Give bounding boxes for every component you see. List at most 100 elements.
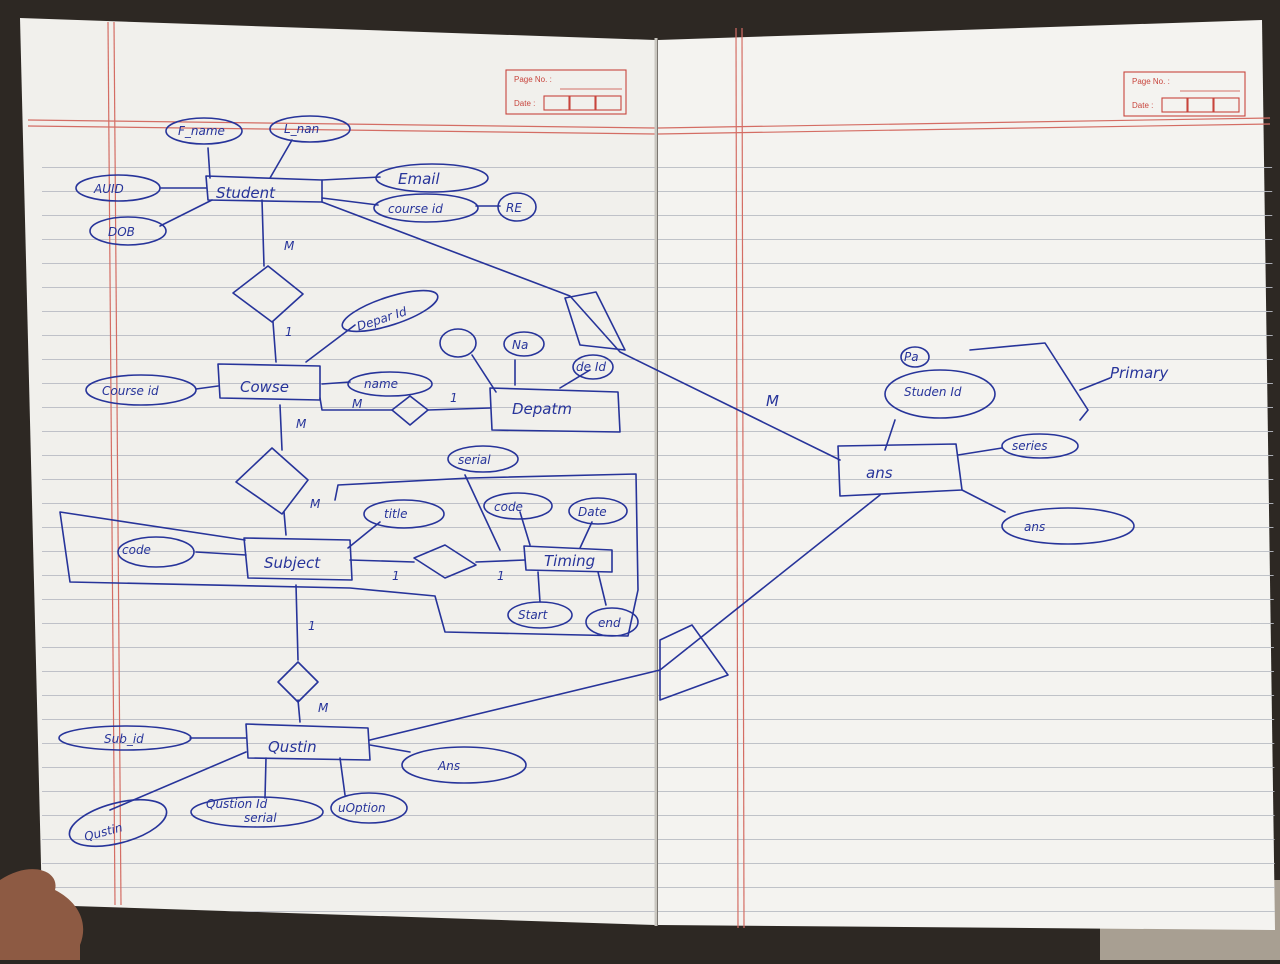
attr-code-timing-label: code — [494, 500, 523, 514]
rel-course-department — [391, 395, 429, 426]
page-no-label-right: Page No. : — [1132, 77, 1170, 86]
attr-course-id-label: Course id — [102, 384, 159, 398]
entity-subject: Subject — [243, 537, 353, 581]
attr-end-label: end — [598, 616, 621, 630]
attr-serial-timing: serial — [447, 445, 519, 473]
attr-question-serial-label: serial — [244, 811, 277, 825]
rel-subject-timing — [413, 544, 477, 579]
attr-re-label: RE — [506, 201, 522, 215]
attr-serial-timing-label: serial — [458, 453, 491, 467]
entity-course: Cowse — [217, 363, 321, 401]
thumb — [0, 869, 84, 960]
attr-title-label: title — [384, 507, 407, 521]
cardinalities: M 1 M 1 M M 1 1 1 M M — [284, 239, 779, 715]
right-page — [657, 20, 1275, 930]
attr-option-label: uOption — [338, 801, 386, 815]
attr-title: title — [363, 499, 445, 529]
date-label-left: Date : — [514, 99, 535, 108]
attr-course-name: name — [347, 371, 433, 397]
card-course-subject-m: M — [296, 417, 307, 431]
attr-f-name-label: F_name — [178, 124, 225, 138]
attr-auid-label: AUID — [93, 182, 124, 196]
attr-dept-id: de Id — [572, 354, 614, 380]
card-subject-question-m: M — [318, 701, 329, 715]
attributes: F_name L_nan Email course id RE AUID DOB… — [58, 115, 1169, 848]
rel-subject-question — [277, 661, 319, 703]
primary-note: Primary — [1110, 364, 1169, 382]
attr-f-name: F_name — [165, 117, 243, 145]
attr-course-id-student: course id — [373, 193, 479, 223]
attr-question-id-label: Qustion Id — [206, 797, 268, 811]
attr-course-name-label: name — [364, 377, 398, 391]
er-connectors — [59, 139, 1111, 811]
card-course-dept-m: M — [352, 397, 363, 411]
left-page-header: Page No. : Date : — [505, 69, 627, 115]
entity-course-label: Cowse — [240, 378, 289, 396]
attr-course-id-student-label: course id — [388, 202, 443, 216]
attr-ans-pk: Pa — [900, 346, 930, 368]
entity-timing: Timing — [523, 545, 613, 573]
attr-ans-label: Ans — [437, 759, 460, 773]
attr-dept-a — [439, 328, 477, 358]
attr-start: Start — [507, 601, 573, 629]
date-label-right: Date : — [1132, 101, 1153, 110]
card-subject-timing-1b: 1 — [497, 569, 505, 583]
card-ans-m: M — [766, 392, 779, 410]
attr-course-id: Course id — [85, 374, 197, 406]
entity-question-label: Qustin — [268, 738, 317, 756]
rel-student-course — [232, 265, 304, 323]
attr-code-subject-label: code — [122, 543, 151, 557]
attr-option: uOption — [330, 792, 408, 824]
attr-start-label: Start — [518, 608, 549, 622]
rel-course-subject — [235, 447, 309, 515]
attr-ans-ans: ans — [1001, 507, 1135, 545]
attr-ans-series: series — [1001, 433, 1079, 459]
attr-code-subject: code — [117, 536, 195, 568]
attr-dob-label: DOB — [108, 225, 135, 239]
card-student-course-1: 1 — [285, 325, 293, 339]
card-subject-question-1: 1 — [308, 619, 316, 633]
attr-ans: Ans — [401, 746, 527, 784]
attr-ans-student-id-label: Studen Id — [904, 385, 962, 399]
entity-timing-label: Timing — [544, 552, 595, 570]
attr-ans-series-label: series — [1012, 439, 1048, 453]
left-page — [20, 18, 656, 925]
attr-dept-na: Na — [503, 331, 545, 357]
attr-date-label: Date — [578, 505, 607, 519]
card-course-dept-1: 1 — [450, 391, 458, 405]
entity-question: Qustin — [245, 723, 371, 761]
attr-ans-pk-label: Pa — [904, 350, 919, 364]
card-course-subject-m2: M — [310, 497, 321, 511]
attr-sub-id-label: Sub_id — [104, 732, 144, 746]
entity-student-label: Student — [216, 184, 276, 202]
attr-end: end — [585, 607, 639, 637]
card-subject-timing-1a: 1 — [392, 569, 400, 583]
attr-dept-a-label: Na — [512, 338, 528, 352]
card-student-course-m: M — [284, 239, 295, 253]
attr-ans-student-id: Studen Id — [884, 369, 996, 419]
attr-l-name: L_nan — [269, 115, 351, 143]
attr-auid: AUID — [75, 174, 161, 202]
entity-department-label: Depatm — [512, 400, 572, 418]
entity-ans: ans — [837, 443, 963, 497]
entities: Student Cowse Depatm Subject Timing Qust… — [205, 175, 963, 761]
attr-dob: DOB — [89, 216, 167, 246]
attr-re: RE — [497, 192, 537, 222]
attr-ans-ans-label: ans — [1024, 520, 1045, 534]
attr-l-name-label: L_nan — [284, 122, 319, 136]
attr-email-label: Email — [398, 170, 440, 188]
relationship-diamonds — [232, 265, 477, 703]
right-page-header: Page No. : Date : — [1123, 71, 1246, 117]
attr-sub-id: Sub_id — [58, 725, 192, 751]
page-no-label-left: Page No. : — [514, 75, 552, 84]
entity-department: Depatm — [489, 387, 621, 433]
entity-subject-label: Subject — [264, 554, 321, 572]
entity-student: Student — [205, 175, 323, 203]
attr-code-timing: code — [483, 492, 553, 520]
entity-ans-label: ans — [866, 464, 893, 482]
attr-date: Date — [568, 497, 628, 525]
attr-email: Email — [375, 163, 489, 193]
